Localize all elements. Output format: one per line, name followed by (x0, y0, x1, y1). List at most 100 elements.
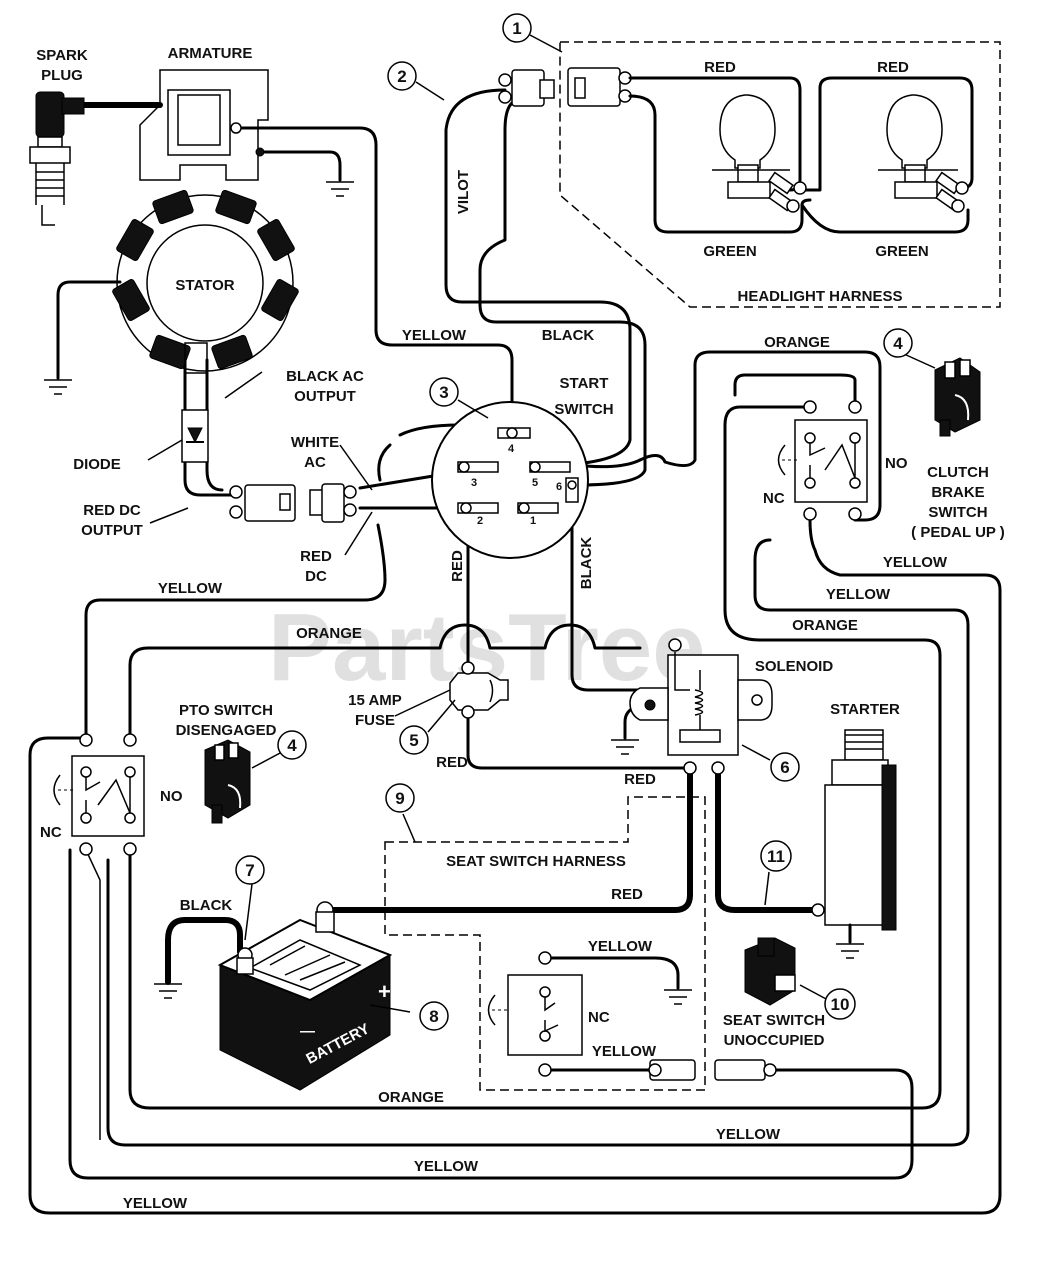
wire-orange-top (638, 350, 882, 522)
wire-label: YELLOW (123, 1195, 188, 1212)
stator (112, 189, 299, 374)
wire-label: YELLOW (592, 1043, 657, 1060)
wire-label: BLACK (180, 897, 233, 914)
svg-text:9: 9 (395, 789, 404, 808)
wire-label: RED (611, 886, 643, 903)
pto-switch-icon (204, 739, 251, 824)
callout-3: 3 (429, 377, 459, 407)
wires (28, 88, 1002, 1215)
terminal-2: 2 (477, 515, 483, 527)
wire-label: ORANGE (792, 617, 858, 634)
battery (217, 901, 393, 1091)
stator-connector (229, 483, 357, 523)
callout-5: 5 (399, 725, 429, 755)
svg-text:10: 10 (831, 995, 850, 1014)
starter (811, 729, 897, 944)
ground-icon (154, 983, 182, 999)
wire-pto-nc (85, 849, 101, 1140)
svg-text:1: 1 (512, 19, 521, 38)
wire-orange-clutch-inner (733, 373, 857, 409)
seat-switch-harness-outline (384, 796, 706, 1091)
label-stator: STATOR (175, 277, 234, 294)
wire-diode-red-dc (183, 358, 234, 497)
wire-label: VILOT (455, 170, 472, 214)
callout-10: 10 (824, 988, 856, 1020)
battery-positive: + (378, 979, 391, 1004)
callout-2: 2 (387, 61, 417, 91)
callout-8: 8 (419, 1001, 449, 1031)
wire-label: BLACK (578, 537, 595, 590)
terminal-5: 5 (532, 477, 538, 489)
wire-black-switch (570, 488, 652, 692)
armature (139, 69, 269, 181)
callout-7: 7 (235, 855, 265, 885)
wire-label: RED (624, 771, 656, 788)
terminal-4: 4 (508, 443, 515, 455)
wire-label: ORANGE (764, 334, 830, 351)
headlight-bulb-1 (712, 94, 807, 213)
wire-vilot (444, 88, 632, 467)
wire-label: RED (877, 59, 909, 76)
label-seat-switch-harness: SEAT SWITCH HARNESS (446, 853, 626, 870)
wire-yellow-seat-ground (543, 956, 680, 990)
wire-label: RED (449, 550, 466, 582)
ground-symbols (44, 181, 864, 1005)
wire-label: YELLOW (716, 1126, 781, 1143)
wire-yellow-left (84, 523, 387, 742)
clutch-switch-icon (934, 357, 981, 437)
callout-4-pto: 4 (277, 730, 307, 760)
terminal-3: 3 (471, 477, 477, 489)
start-switch (431, 401, 589, 559)
callout-6: 6 (770, 752, 800, 782)
wire-label: BLACK (542, 327, 595, 344)
solenoid (629, 638, 773, 775)
terminal-6: 6 (556, 481, 562, 493)
wire-label: ORANGE (378, 1089, 444, 1106)
callout-9: 9 (385, 783, 415, 813)
fuse (449, 661, 509, 719)
callouts: 1 2 3 4 4 5 6 7 8 9 10 11 (235, 13, 913, 1031)
terminal-1: 1 (530, 515, 536, 527)
wire-label: YELLOW (826, 586, 891, 603)
wire-red-battery (327, 765, 693, 913)
ground-icon (836, 943, 864, 959)
label-clutch-nc: NC (763, 490, 785, 507)
svg-text:4: 4 (287, 736, 297, 755)
svg-text:2: 2 (397, 67, 406, 86)
wire-orange-loop (128, 405, 942, 1110)
callout-4-clutch: 4 (883, 328, 913, 358)
headlight-bulb-2 (878, 94, 969, 213)
seat-switch-icon (744, 937, 796, 1006)
svg-text:7: 7 (245, 861, 254, 880)
seat-switch (487, 951, 777, 1081)
spark-plug (29, 91, 85, 226)
label-pto-nc: NC (40, 824, 62, 841)
pto-switch (53, 733, 145, 856)
wire-black-battery (165, 917, 243, 985)
wire-armature-ground (258, 150, 342, 182)
ground-icon (611, 739, 639, 755)
wire-yellow-clutch-inner (106, 538, 970, 1147)
label-headlight-harness: HEADLIGHT HARNESS (737, 288, 902, 305)
wire-black-headlight (478, 98, 647, 487)
start-switch-terminals: 4 3 5 6 2 1 (471, 443, 562, 527)
wire-label: YELLOW (402, 327, 467, 344)
wire-label: RED (704, 59, 736, 76)
callout-11: 11 (760, 840, 792, 872)
wire-connector-loop-a (377, 443, 392, 482)
svg-text:6: 6 (780, 758, 789, 777)
wire-black-ac (205, 358, 224, 492)
label-diode: DIODE (73, 456, 121, 473)
